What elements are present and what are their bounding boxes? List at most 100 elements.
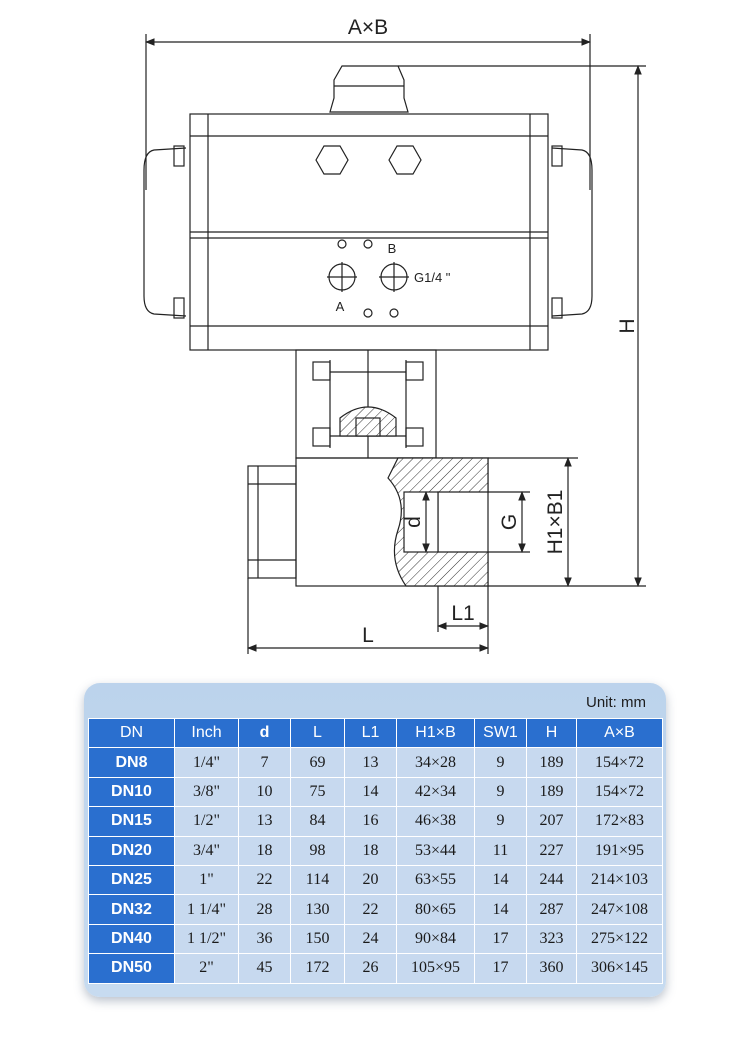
dimension-g (488, 491, 530, 553)
table-cell: 114 (290, 864, 345, 896)
table-cell: 1" (174, 864, 239, 896)
port-b-symbol (379, 262, 409, 292)
spec-table-panel: Unit: mm DN Inch d L L1 H1×B SW1 H A×B D… (84, 683, 666, 997)
label-port-a: A (336, 299, 345, 314)
unit-label: Unit: mm (586, 694, 646, 711)
table-cell: 11 (474, 835, 527, 866)
header-a-b: A×B (576, 717, 663, 749)
table-cell: 75 (290, 776, 345, 808)
table-cell: 360 (526, 953, 577, 984)
table-cell: 14 (474, 864, 527, 896)
table-cell: 191×95 (576, 835, 663, 866)
header-d: d (238, 717, 291, 749)
valve-body (247, 457, 489, 587)
table-cell: 207 (526, 806, 577, 837)
table-cell: 7 (238, 747, 291, 778)
table-cell: 13 (344, 747, 397, 778)
header-sw1: SW1 (474, 717, 527, 749)
table-cell: 90×84 (396, 923, 475, 955)
label-port-b: B (388, 241, 397, 256)
table-cell: 3/4" (174, 835, 239, 866)
table-cell: 46×38 (396, 806, 475, 837)
table-cell: 22 (344, 894, 397, 925)
table-cell: 24 (344, 923, 397, 955)
dimension-l (247, 578, 489, 654)
table-cell: 3/8" (174, 776, 239, 808)
dimension-h1-b1 (488, 457, 578, 587)
table-cell: 247×108 (576, 894, 663, 925)
hex-nut-right (388, 145, 422, 175)
table-cell: 14 (344, 776, 397, 808)
table-cell: 80×65 (396, 894, 475, 925)
table-cell: 84 (290, 806, 345, 837)
dn-cell: DN10 (88, 776, 175, 808)
dn-cell: DN20 (88, 835, 175, 866)
table-cell: 18 (238, 835, 291, 866)
table-cell: 227 (526, 835, 577, 866)
table-cell: 9 (474, 806, 527, 837)
table-cell: 26 (344, 953, 397, 984)
table-cell: 10 (238, 776, 291, 808)
table-cell: 34×28 (396, 747, 475, 778)
table-cell: 1 1/4" (174, 894, 239, 925)
label-h: H (616, 318, 639, 333)
table-cell: 1 1/2" (174, 923, 239, 955)
table-cell: 323 (526, 923, 577, 955)
dimension-l1 (437, 586, 489, 654)
label-port-thread: G1/4 " (414, 270, 451, 285)
dn-cell: DN32 (88, 894, 175, 925)
table-cell: 306×145 (576, 953, 663, 984)
valve-dimension-drawing: A×B B A G1/4 " H H1×B1 G d L1 L (143, 16, 646, 654)
table-cell: 130 (290, 894, 345, 925)
table-cell: 63×55 (396, 864, 475, 896)
label-l: L (362, 624, 374, 647)
label-g: G (498, 514, 521, 530)
dn-cell: DN8 (88, 747, 175, 778)
header-dn: DN (88, 717, 175, 749)
dimension-h (398, 65, 646, 587)
dn-cell: DN25 (88, 864, 175, 896)
table-cell: 287 (526, 894, 577, 925)
label-a-b: A×B (348, 16, 388, 39)
table-cell: 214×103 (576, 864, 663, 896)
hex-nut-left (315, 145, 349, 175)
table-cell: 9 (474, 776, 527, 808)
table-cell: 1/2" (174, 806, 239, 837)
dimension-a-b (145, 34, 591, 190)
table-cell: 189 (526, 776, 577, 808)
header-inch: Inch (174, 717, 239, 749)
header-h1-b: H1×B (396, 717, 475, 749)
actuator-right-end-cap (551, 147, 593, 317)
table-cell: 154×72 (576, 776, 663, 808)
table-cell: 53×44 (396, 835, 475, 866)
table-cell: 20 (344, 864, 397, 896)
table-header-row: DN Inch d L L1 H1×B SW1 H A×B (88, 717, 663, 749)
table-cell: 17 (474, 923, 527, 955)
mounting-bracket (295, 349, 437, 459)
table-cell: 16 (344, 806, 397, 837)
table-cell: 36 (238, 923, 291, 955)
table-cell: 13 (238, 806, 291, 837)
table-cell: 172×83 (576, 806, 663, 837)
port-a-symbol (327, 262, 357, 292)
table-cell: 1/4" (174, 747, 239, 778)
table-cell: 9 (474, 747, 527, 778)
header-h: H (526, 717, 577, 749)
table-cell: 150 (290, 923, 345, 955)
table-cell: 14 (474, 894, 527, 925)
table-cell: 17 (474, 953, 527, 984)
header-l: L (290, 717, 345, 749)
table-cell: 244 (526, 864, 577, 896)
actuator-body (189, 113, 549, 351)
table-cell: 22 (238, 864, 291, 896)
table-cell: 275×122 (576, 923, 663, 955)
dn-cell: DN50 (88, 953, 175, 984)
table-cell: 18 (344, 835, 397, 866)
